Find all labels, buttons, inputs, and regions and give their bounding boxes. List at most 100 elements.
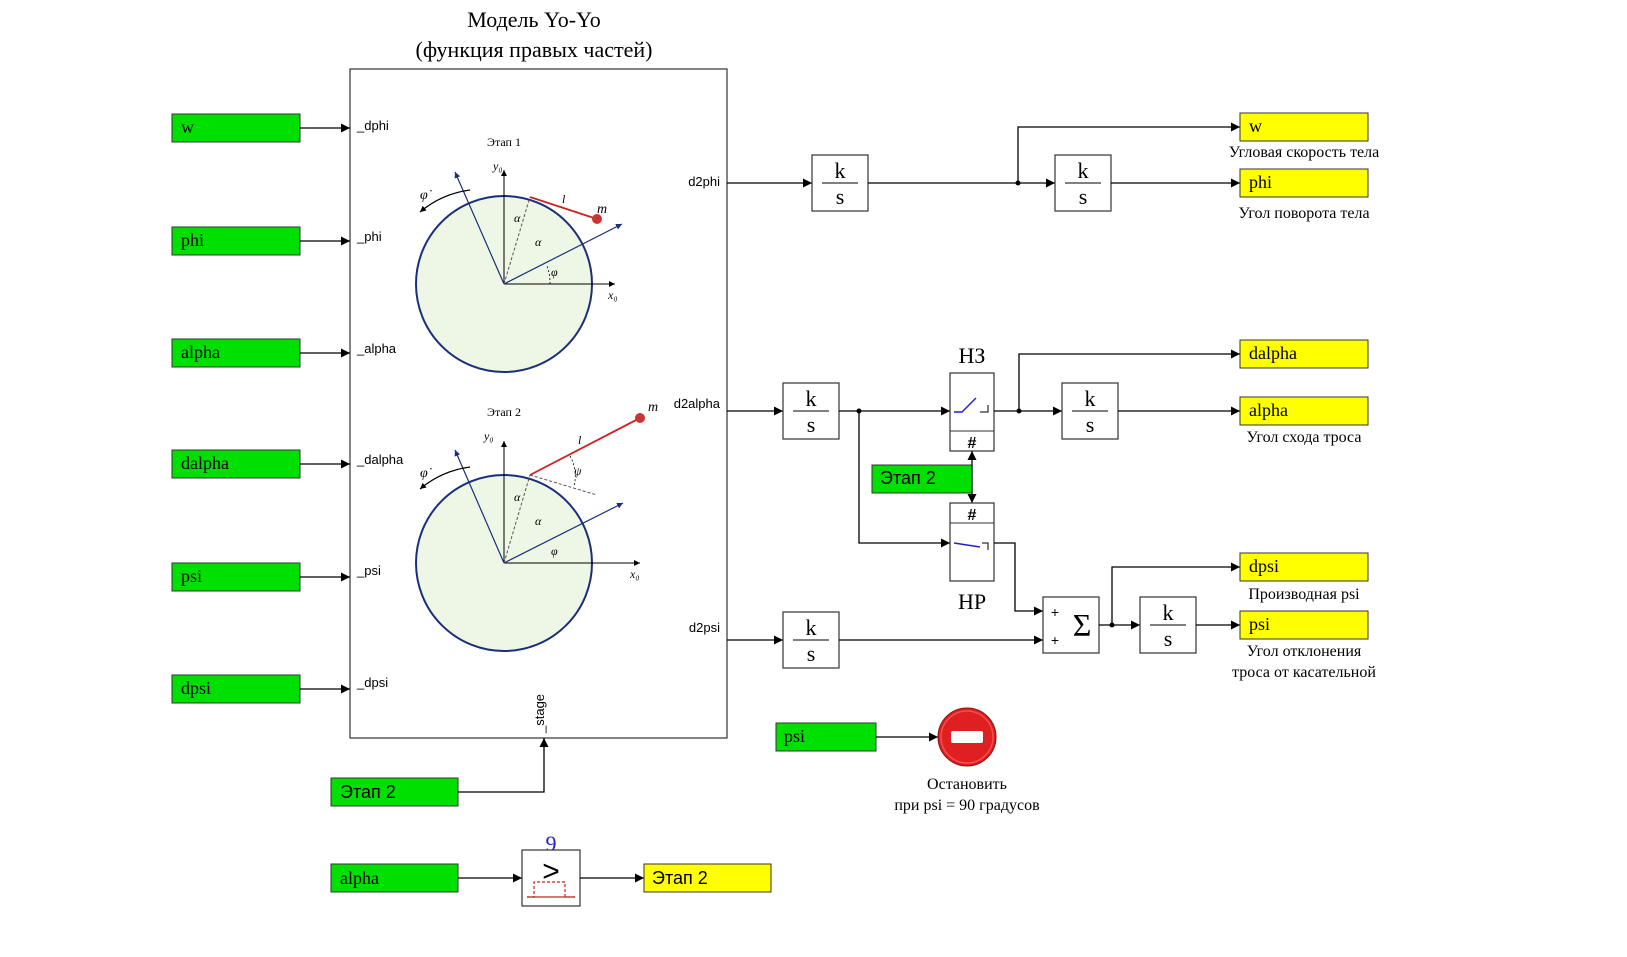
sink-phi[interactable]: phi (1239, 168, 1369, 198)
port-psi: _psi (356, 563, 381, 578)
sink-dpsi[interactable]: dpsi (1239, 552, 1369, 582)
svg-text:s: s (1086, 412, 1095, 437)
stage2-psi: ψ (574, 464, 582, 478)
svg-text:Этап 2: Этап 2 (880, 468, 936, 488)
caption-phi: Угол поворота тела (1238, 205, 1369, 222)
svg-text:>: > (542, 855, 560, 888)
svg-text:w: w (181, 117, 194, 137)
source-stage[interactable]: Этап 2 (330, 777, 459, 807)
svg-text:psi: psi (1249, 614, 1270, 634)
svg-text:+: + (1051, 632, 1059, 648)
svg-text:dpsi: dpsi (181, 678, 211, 698)
sink-alpha[interactable]: alpha (1239, 396, 1369, 426)
svg-text:Этап 2: Этап 2 (652, 868, 708, 888)
switch-nc[interactable]: # (949, 372, 995, 452)
caption-w: Угловая скорость тела (1229, 144, 1380, 161)
stage1-alpha-b: α (535, 235, 542, 249)
sink-w[interactable]: w (1239, 112, 1369, 142)
stage1-x0: x₀ (607, 288, 618, 302)
port-d2psi: d2psi (689, 620, 720, 635)
stage1-figure: Этап 1 y₀ x₀ m l α α φ φ̇ (415, 135, 623, 373)
stage1-alpha-a: α (514, 211, 521, 225)
svg-text:k: k (835, 158, 846, 183)
svg-text:k: k (806, 615, 817, 640)
stage2-l: l (578, 433, 582, 447)
stage1-l: l (562, 192, 566, 206)
switch-nc-label: НЗ (959, 343, 986, 368)
svg-text:+: + (1051, 604, 1059, 620)
integrator-phi-2[interactable]: k s (1054, 154, 1112, 212)
stage2-phi-dot: φ̇ (420, 466, 432, 481)
port-dpsi: _dpsi (356, 675, 388, 690)
svg-text:alpha: alpha (181, 342, 220, 362)
svg-text:k: k (1085, 386, 1096, 411)
svg-text:dalpha: dalpha (1249, 343, 1297, 363)
port-dphi: _dphi (356, 118, 389, 133)
stage1-phi-dot: φ̇ (420, 188, 432, 203)
stage2-title: Этап 2 (487, 405, 521, 419)
stage2-y0: y₀ (483, 429, 494, 443)
port-phi: _phi (356, 229, 382, 244)
svg-text:alpha: alpha (1249, 400, 1288, 420)
svg-text:w: w (1249, 116, 1262, 136)
svg-text:Этап 2: Этап 2 (340, 782, 396, 802)
source-alpha-bottom[interactable]: alpha (330, 863, 459, 893)
stage2-x0: x₀ (629, 567, 640, 581)
svg-text:psi: psi (181, 566, 202, 586)
port-d2alpha: d2alpha (674, 396, 721, 411)
stage2-alpha-b: α (535, 514, 542, 528)
sink-dalpha[interactable]: dalpha (1239, 339, 1369, 369)
svg-text:Σ: Σ (1073, 607, 1092, 643)
stage2-alpha-a: α (514, 490, 521, 504)
sink-psi[interactable]: psi (1239, 610, 1369, 640)
integrator-phi-1[interactable]: k s (811, 154, 869, 212)
stage2-phi: φ (551, 544, 558, 558)
svg-text:alpha: alpha (340, 868, 379, 888)
source-stage-switch[interactable]: Этап 2 (871, 464, 973, 494)
svg-text:#: # (968, 507, 977, 524)
sink-stage-bottom[interactable]: Этап 2 (643, 863, 772, 893)
compare-block[interactable]: > (521, 849, 581, 907)
svg-text:k: k (806, 386, 817, 411)
stage1-y0: y₀ (492, 159, 503, 173)
svg-text:phi: phi (1249, 172, 1272, 192)
port-stage: _stage (532, 694, 547, 734)
svg-text:s: s (836, 184, 845, 209)
caption-psi-2: троса от касательной (1232, 664, 1376, 681)
integrator-psi-1[interactable]: k s (782, 611, 840, 669)
svg-text:k: k (1163, 600, 1174, 625)
svg-text:s: s (807, 412, 816, 437)
stop-caption-2: при psi = 90 градусов (894, 797, 1040, 814)
source-psi[interactable]: psi (171, 562, 301, 592)
sum-block[interactable]: + + Σ (1042, 596, 1100, 654)
svg-text:dpsi: dpsi (1249, 556, 1279, 576)
stage1-m: m (597, 202, 607, 217)
stage2-figure: Этап 2 y₀ x₀ m l ψ α α φ φ̇ (415, 400, 658, 652)
svg-text:s: s (807, 641, 816, 666)
source-dalpha[interactable]: dalpha (171, 449, 301, 479)
stage2-m: m (648, 400, 658, 415)
svg-text:phi: phi (181, 230, 204, 250)
source-psi-stop[interactable]: psi (775, 722, 877, 752)
source-w[interactable]: w (171, 113, 301, 143)
model-title-line1: Модель Yo-Yo (467, 7, 601, 32)
caption-psi-1: Угол отклонения (1247, 643, 1362, 660)
port-d2phi: d2phi (688, 174, 720, 189)
svg-text:s: s (1079, 184, 1088, 209)
port-dalpha: _dalpha (356, 452, 404, 467)
svg-text:dalpha: dalpha (181, 453, 229, 473)
source-dpsi[interactable]: dpsi (171, 674, 301, 704)
source-phi[interactable]: phi (171, 226, 301, 256)
integrator-alpha-2[interactable]: k s (1061, 382, 1119, 440)
integrator-alpha-1[interactable]: k s (782, 382, 840, 440)
integrator-psi-2[interactable]: k s (1139, 596, 1197, 654)
switch-no[interactable]: # (949, 502, 995, 582)
stop-icon[interactable] (937, 707, 997, 767)
port-alpha: _alpha (356, 341, 397, 356)
model-title-line2: (функция правых частей) (416, 37, 653, 62)
source-alpha[interactable]: alpha (171, 338, 301, 368)
stop-caption-1: Остановить (927, 776, 1007, 793)
caption-dpsi: Производная psi (1248, 586, 1360, 603)
compare-value: 9 (546, 831, 557, 856)
